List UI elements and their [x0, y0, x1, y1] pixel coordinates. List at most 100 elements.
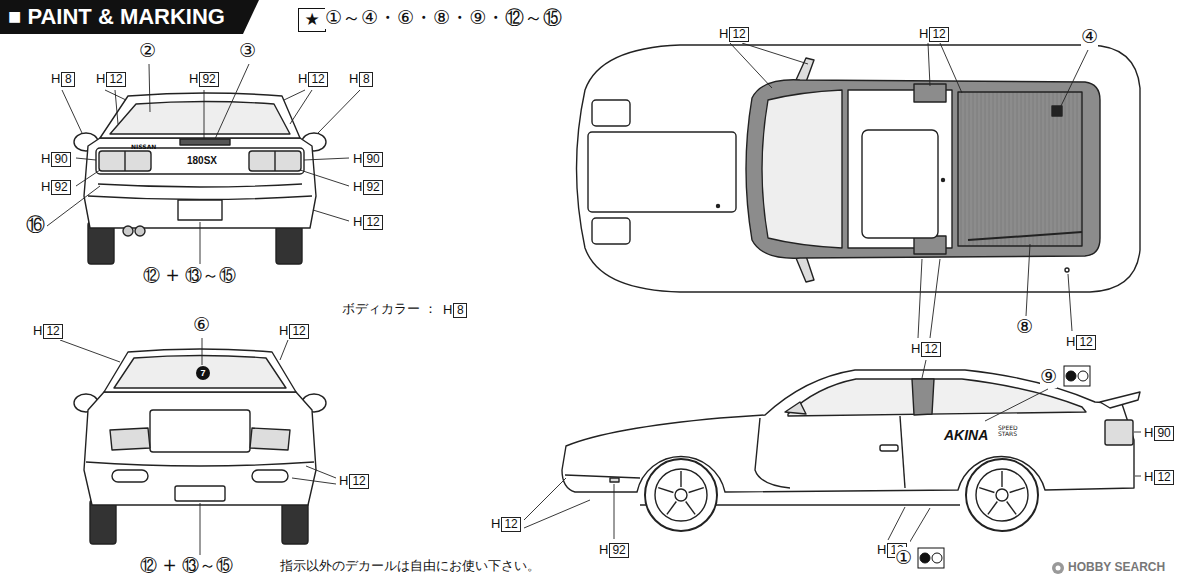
car-badge: NISSAN: [131, 144, 156, 151]
paint-code: H92: [352, 178, 386, 196]
decal-list: ①～④・⑥・⑧・⑨・⑫～⑮: [325, 7, 562, 29]
star-box: ★: [298, 8, 326, 32]
decal-symbol-part: [918, 548, 944, 568]
leader-line-part: [280, 340, 288, 360]
callout-number: ②: [139, 40, 156, 62]
side-view-part: [667, 502, 676, 515]
paint-number: 8: [359, 72, 373, 87]
rear-view-part: [96, 148, 304, 174]
paint-prefix: H: [339, 473, 348, 489]
paint-code: H90: [1143, 424, 1177, 442]
leader-line-part: [76, 170, 100, 186]
decal-symbol-part: [1066, 371, 1076, 381]
side-view-part: [785, 402, 806, 414]
paint-code: H12: [490, 515, 524, 533]
side-view-part: [996, 489, 1008, 501]
paint-prefix: H: [599, 542, 608, 558]
decal-symbol-part: [1064, 366, 1090, 386]
front-view-part: [150, 410, 250, 452]
paint-prefix: H: [353, 214, 362, 230]
top-view-part: [796, 58, 814, 82]
leader-line-part: [930, 259, 940, 338]
paint-prefix: H: [349, 71, 358, 87]
paint-code: H12: [1143, 468, 1177, 486]
footnote: 指示以外のデカールは自由にお使い下さい。: [280, 559, 540, 574]
rear-view-part: [123, 226, 133, 236]
rear-view-part: [84, 138, 316, 228]
side-view-part: [689, 488, 704, 493]
leader-line-part: [304, 158, 349, 160]
top-view-part: [914, 84, 946, 102]
paint-number: 12: [106, 72, 125, 87]
side-view-part: [912, 379, 934, 415]
front-view-part: [86, 462, 314, 466]
paint-number: 8: [453, 303, 467, 318]
front-view-part: [175, 486, 225, 501]
paint-code: H12: [32, 322, 66, 340]
rear-view: [74, 93, 326, 264]
side-view-part: [1010, 488, 1025, 493]
front-view-part: [114, 356, 286, 389]
car-decal: AKINA: [944, 427, 988, 443]
watermark-logo: [1052, 562, 1064, 574]
paint-number: 12: [289, 324, 308, 339]
paint-code: H92: [598, 541, 632, 559]
top-view-part: [862, 130, 938, 238]
paint-prefix: H: [1066, 334, 1075, 350]
top-view-part: [746, 80, 1100, 258]
callout-number: ③: [239, 40, 256, 62]
leader-line-part: [742, 43, 808, 64]
rear-view-part: [180, 139, 230, 145]
callout-number: ①: [895, 547, 912, 569]
paint-prefix: H: [1144, 469, 1153, 485]
paint-number: 90: [51, 152, 70, 167]
front-view-part: [104, 349, 296, 392]
side-view-part: [979, 488, 994, 493]
paint-code: H12: [910, 340, 944, 358]
paint-number: 92: [199, 72, 218, 87]
paint-code: H12: [278, 322, 312, 340]
leader-line-part: [60, 340, 120, 362]
callout-number: ④: [1081, 26, 1098, 48]
paint-number: 12: [43, 324, 62, 339]
top-view-part: [588, 132, 736, 212]
car-decal: SPEED STARS: [998, 425, 1022, 437]
top-view-part: [942, 179, 945, 182]
leader-line-part: [115, 90, 118, 124]
leader-line-part: [300, 170, 349, 186]
paint-prefix: H: [353, 151, 362, 167]
side-view-part: [680, 471, 681, 487]
decal-symbol-part: [920, 553, 930, 563]
paint-prefix: H: [51, 71, 60, 87]
front-view-part: [112, 470, 148, 482]
paint-number: 12: [729, 27, 748, 42]
paint-prefix: H: [1144, 425, 1153, 441]
top-view-part: [717, 205, 720, 208]
top-view-part: [762, 90, 842, 248]
side-view-part: [565, 475, 640, 478]
leader-line-part: [1026, 244, 1030, 316]
paint-number: 12: [349, 474, 368, 489]
leader-line-part: [1060, 50, 1088, 108]
front-view-part: [250, 428, 290, 450]
callout-number: ⑥: [193, 314, 210, 336]
paint-prefix: H: [919, 26, 928, 42]
paint-prefix: H: [877, 542, 886, 558]
leader-line-part: [524, 478, 566, 520]
leader-line-part: [62, 90, 82, 133]
top-view-part: [848, 90, 952, 248]
side-view-part: [988, 502, 997, 515]
paint-prefix: 7: [200, 369, 205, 378]
paint-prefix: H: [491, 516, 500, 532]
leader-line-part: [524, 500, 590, 528]
rear-view-part: [88, 196, 312, 200]
leader-line-part: [888, 507, 905, 540]
paint-number: 92: [51, 180, 70, 195]
front-view-part: [90, 500, 116, 544]
front-view-part: [252, 470, 288, 482]
leader-line-part: [290, 90, 312, 124]
side-view-part: [562, 370, 1134, 492]
paint-code: H90: [352, 150, 386, 168]
paint-prefix: H: [41, 151, 50, 167]
